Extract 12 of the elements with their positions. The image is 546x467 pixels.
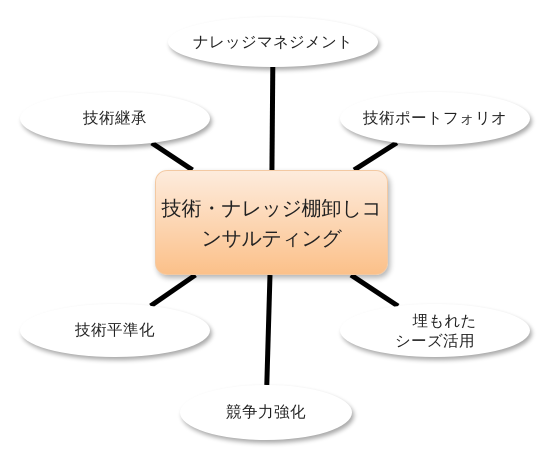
oval-label: 技術平準化: [20, 304, 210, 357]
connector-line: [149, 272, 197, 308]
oval-label: ナレッジマネジメント: [168, 17, 378, 67]
connector-line: [269, 66, 276, 170]
connector-line: [352, 140, 398, 172]
connector-line: [150, 140, 194, 172]
title-box: 技術・ナレッジ棚卸しコンサルティング: [155, 170, 388, 275]
oval-label: 埋もれたシーズ活用: [340, 304, 530, 357]
oval-label: 競争力強化: [180, 385, 352, 440]
oval-label: 技術ポートフォリオ: [340, 92, 530, 145]
connector-line: [264, 274, 272, 386]
oval-label: 技術継承: [20, 92, 210, 145]
